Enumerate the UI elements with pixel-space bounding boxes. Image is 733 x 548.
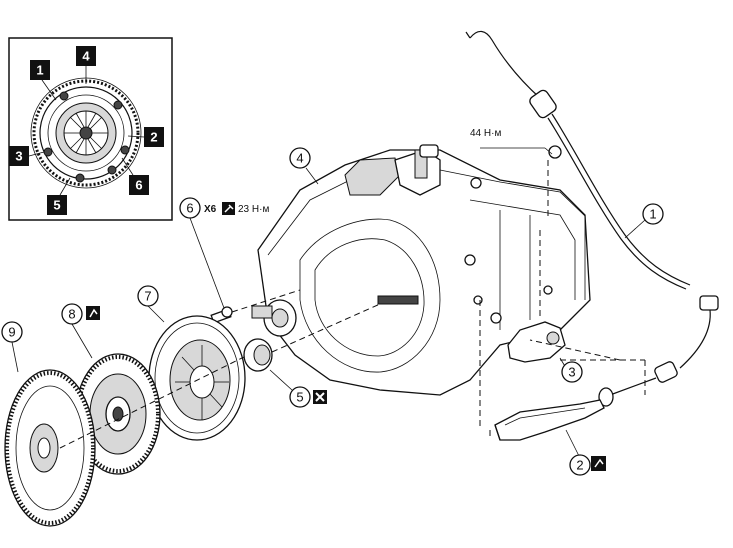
callout-1-label: 1 — [649, 207, 656, 222]
callout-2-label: 2 — [576, 458, 583, 473]
release-fork — [494, 399, 605, 441]
callout-3: 3 — [559, 357, 583, 383]
inset-marker-4 — [76, 46, 96, 66]
inset-marker-1 — [30, 60, 50, 80]
torque-wrench-icon — [222, 202, 235, 215]
gearbox-housing — [251, 144, 591, 396]
inset-marker-6-label: 6 — [135, 178, 142, 193]
callout-3-label: 3 — [568, 365, 575, 380]
grease-icon — [591, 456, 606, 471]
inset-detail: 1 4 2 3 6 5 — [8, 37, 173, 221]
torque-23: 23 Н·м — [238, 204, 269, 215]
inset-marker-5-label: 5 — [53, 198, 60, 213]
callout-9: 9 — [1, 321, 23, 373]
callout-8: 8 — [61, 303, 100, 359]
grease-icon — [86, 306, 100, 320]
torque-44: 44 Н·м — [470, 128, 501, 139]
callout-9-label: 9 — [8, 325, 15, 340]
clutch-disc — [75, 353, 161, 475]
torque-44-callout: 44 Н·м — [470, 128, 553, 155]
callout-4: 4 — [289, 147, 319, 185]
clutch-cable — [465, 30, 719, 407]
callout-7: 7 — [137, 285, 165, 323]
release-bearing — [243, 338, 273, 372]
inset-marker-3 — [9, 146, 29, 166]
inset-marker-1-label: 1 — [36, 63, 43, 78]
cross-box-icon — [313, 390, 327, 404]
callout-2: 2 — [565, 429, 606, 476]
pressure-plate — [148, 315, 246, 441]
callout-5: 5 — [269, 369, 327, 408]
inset-marker-3-label: 3 — [15, 149, 22, 164]
inset-marker-2-label: 2 — [150, 130, 157, 145]
callout-6-label: 6 — [186, 201, 193, 216]
callout-6: 6 X6 23 Н·м — [179, 197, 269, 309]
callout-4-label: 4 — [296, 151, 303, 166]
inset-marker-6 — [129, 175, 149, 195]
callout-5-label: 5 — [296, 390, 303, 405]
callout-7-label: 7 — [144, 289, 151, 304]
assembly-guides — [59, 160, 646, 449]
flywheel — [4, 369, 96, 527]
cable-bracket — [507, 321, 566, 363]
callout-1: 1 — [624, 203, 664, 239]
callout-8-label: 8 — [68, 307, 75, 322]
inset-marker-4-label: 4 — [82, 49, 90, 64]
inset-marker-5 — [47, 195, 67, 215]
inset-marker-2 — [144, 127, 164, 147]
bolt-count: X6 — [204, 204, 217, 215]
